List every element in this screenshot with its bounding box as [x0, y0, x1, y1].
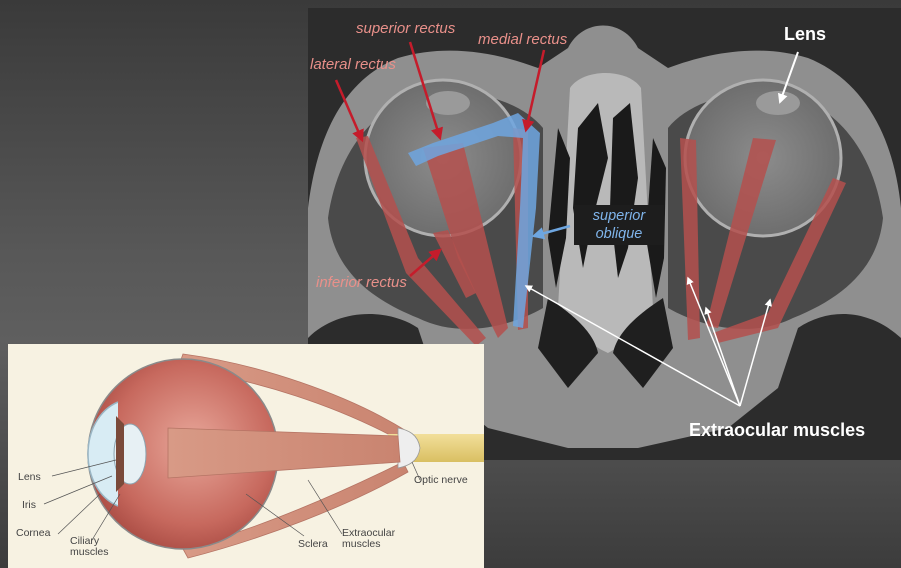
- label-ciliary-line2: muscles: [70, 547, 109, 558]
- label-superior-rectus: superior rectus: [356, 20, 455, 37]
- label-ciliary-muscles: Ciliary muscles: [70, 536, 109, 558]
- label-extraocular-muscles-ct: Extraocular muscles: [689, 420, 865, 441]
- label-superior-oblique: superior oblique: [574, 205, 664, 245]
- label-superior-oblique-line2: oblique: [574, 225, 664, 243]
- label-optic-nerve: Optic nerve: [414, 475, 468, 486]
- label-inferior-rectus: inferior rectus: [316, 274, 407, 291]
- label-lens-ct: Lens: [784, 24, 826, 45]
- label-cornea: Cornea: [16, 528, 50, 539]
- label-medial-rectus: medial rectus: [478, 31, 567, 48]
- label-superior-oblique-line1: superior: [574, 207, 664, 225]
- label-lens: Lens: [18, 472, 41, 483]
- label-extraocular-muscles: Extraocular muscles: [342, 528, 395, 550]
- label-iris: Iris: [22, 500, 36, 511]
- label-extraocular-line2: muscles: [342, 539, 395, 550]
- label-lateral-rectus: lateral rectus: [310, 56, 396, 73]
- eye-anatomy-diagram-panel: Lens Iris Cornea Ciliary muscles Sclera …: [8, 344, 484, 568]
- label-sclera: Sclera: [298, 539, 328, 550]
